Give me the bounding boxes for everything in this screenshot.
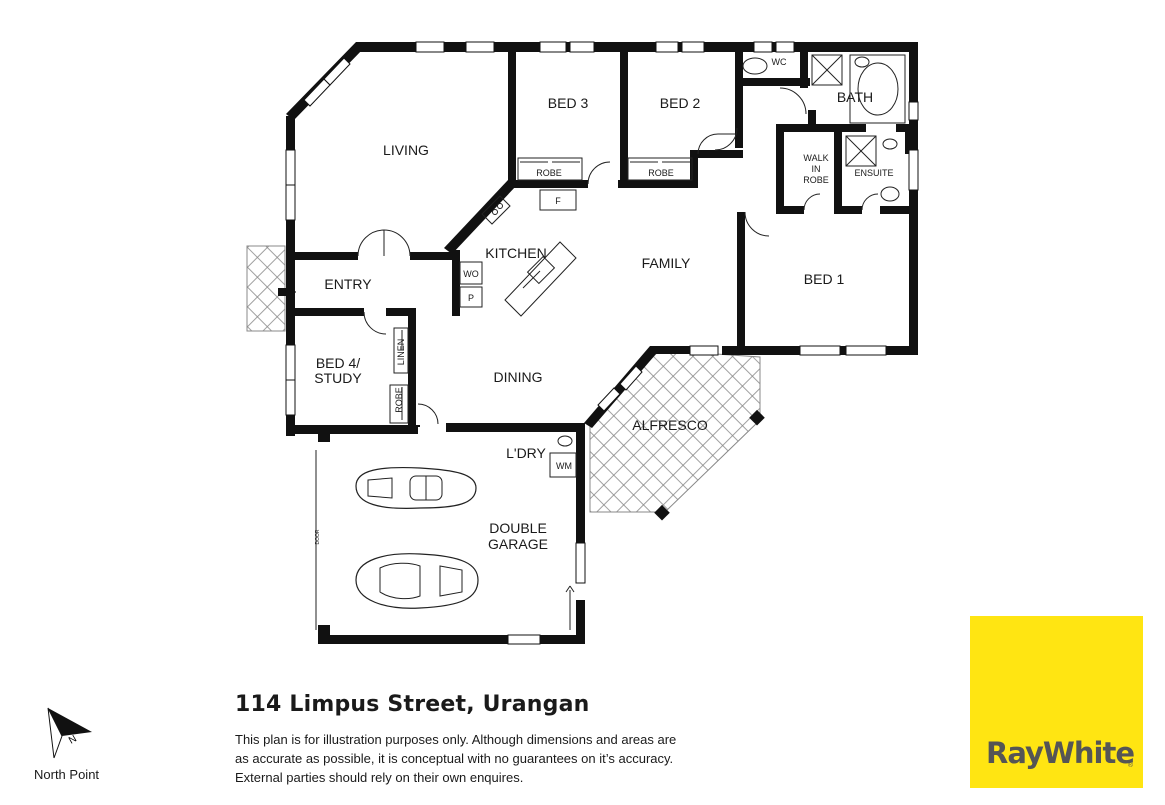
floor-plan: LIVING BED 3 BED 2 BATH WC ROBE ROBE WAL…	[246, 41, 919, 645]
windows	[285, 41, 919, 645]
brand-reg-mark: ®	[1127, 762, 1133, 769]
car-convertible-icon	[355, 466, 477, 509]
room-label-walk-in-robe-3: ROBE	[803, 175, 829, 185]
room-label-wo: WO	[463, 269, 479, 279]
car-hatchback-icon	[355, 553, 479, 609]
room-label-wc: WC	[772, 57, 787, 67]
room-label-bed3: BED 3	[548, 95, 589, 111]
disclaimer-text: This plan is for illustration purposes o…	[235, 730, 755, 787]
room-label-wm: WM	[556, 461, 572, 471]
brand-name: RayWhite	[986, 736, 1135, 770]
room-label-pantry: P	[468, 293, 474, 303]
walls	[286, 42, 918, 644]
room-label-garage-2: GARAGE	[488, 536, 548, 552]
room-label-linen: LINEN	[396, 339, 406, 366]
room-label-robe-bed3: ROBE	[536, 168, 562, 178]
room-label-robe-bed4: ROBE	[394, 387, 404, 413]
room-label-bed1: BED 1	[804, 271, 845, 287]
room-label-kitchen: KITCHEN	[485, 245, 546, 261]
disclaimer-line-3: External parties should rely on their ow…	[235, 770, 524, 785]
room-label-family: FAMILY	[642, 255, 691, 271]
disclaimer-line-1: This plan is for illustration purposes o…	[235, 732, 677, 747]
room-label-entry: ENTRY	[324, 276, 372, 292]
property-address-title: 114 Limpus Street, Urangan	[235, 692, 590, 717]
room-labels: LIVING BED 3 BED 2 BATH WC ROBE ROBE WAL…	[314, 57, 893, 552]
room-label-bed2: BED 2	[660, 95, 701, 111]
alfresco-posts	[654, 409, 765, 521]
room-label-bath: BATH	[837, 89, 873, 105]
kitchen-fixtures	[459, 189, 577, 317]
raywhite-logo: RayWhite ®	[970, 616, 1143, 788]
room-label-walk-in-robe-2: IN	[812, 164, 821, 174]
room-label-garage-door: DOOR	[315, 529, 321, 544]
room-label-ensuite: ENSUITE	[854, 168, 893, 178]
compass-letter: N	[67, 733, 79, 746]
room-label-alfresco: ALFRESCO	[632, 417, 708, 433]
room-label-bed4-1: BED 4/	[316, 355, 360, 371]
room-label-walk-in-robe-1: WALK	[803, 153, 828, 163]
compass-icon: N	[47, 707, 92, 759]
room-label-fridge: F	[555, 196, 561, 206]
storage-fixtures	[389, 157, 693, 424]
entry-arrow-icon	[278, 283, 296, 301]
room-label-garage-1: DOUBLE	[489, 520, 547, 536]
door-swings	[315, 87, 879, 630]
north-point-label: North Point	[34, 767, 100, 782]
room-label-bed4-2: STUDY	[314, 370, 362, 386]
room-label-dining: DINING	[494, 369, 543, 385]
disclaimer-line-2: as accurate as possible, it is conceptua…	[235, 751, 674, 766]
room-label-laundry: L'DRY	[506, 445, 546, 461]
bathroom-fixtures	[549, 54, 906, 478]
room-label-robe-bed2: ROBE	[648, 168, 674, 178]
room-label-living: LIVING	[383, 142, 429, 158]
